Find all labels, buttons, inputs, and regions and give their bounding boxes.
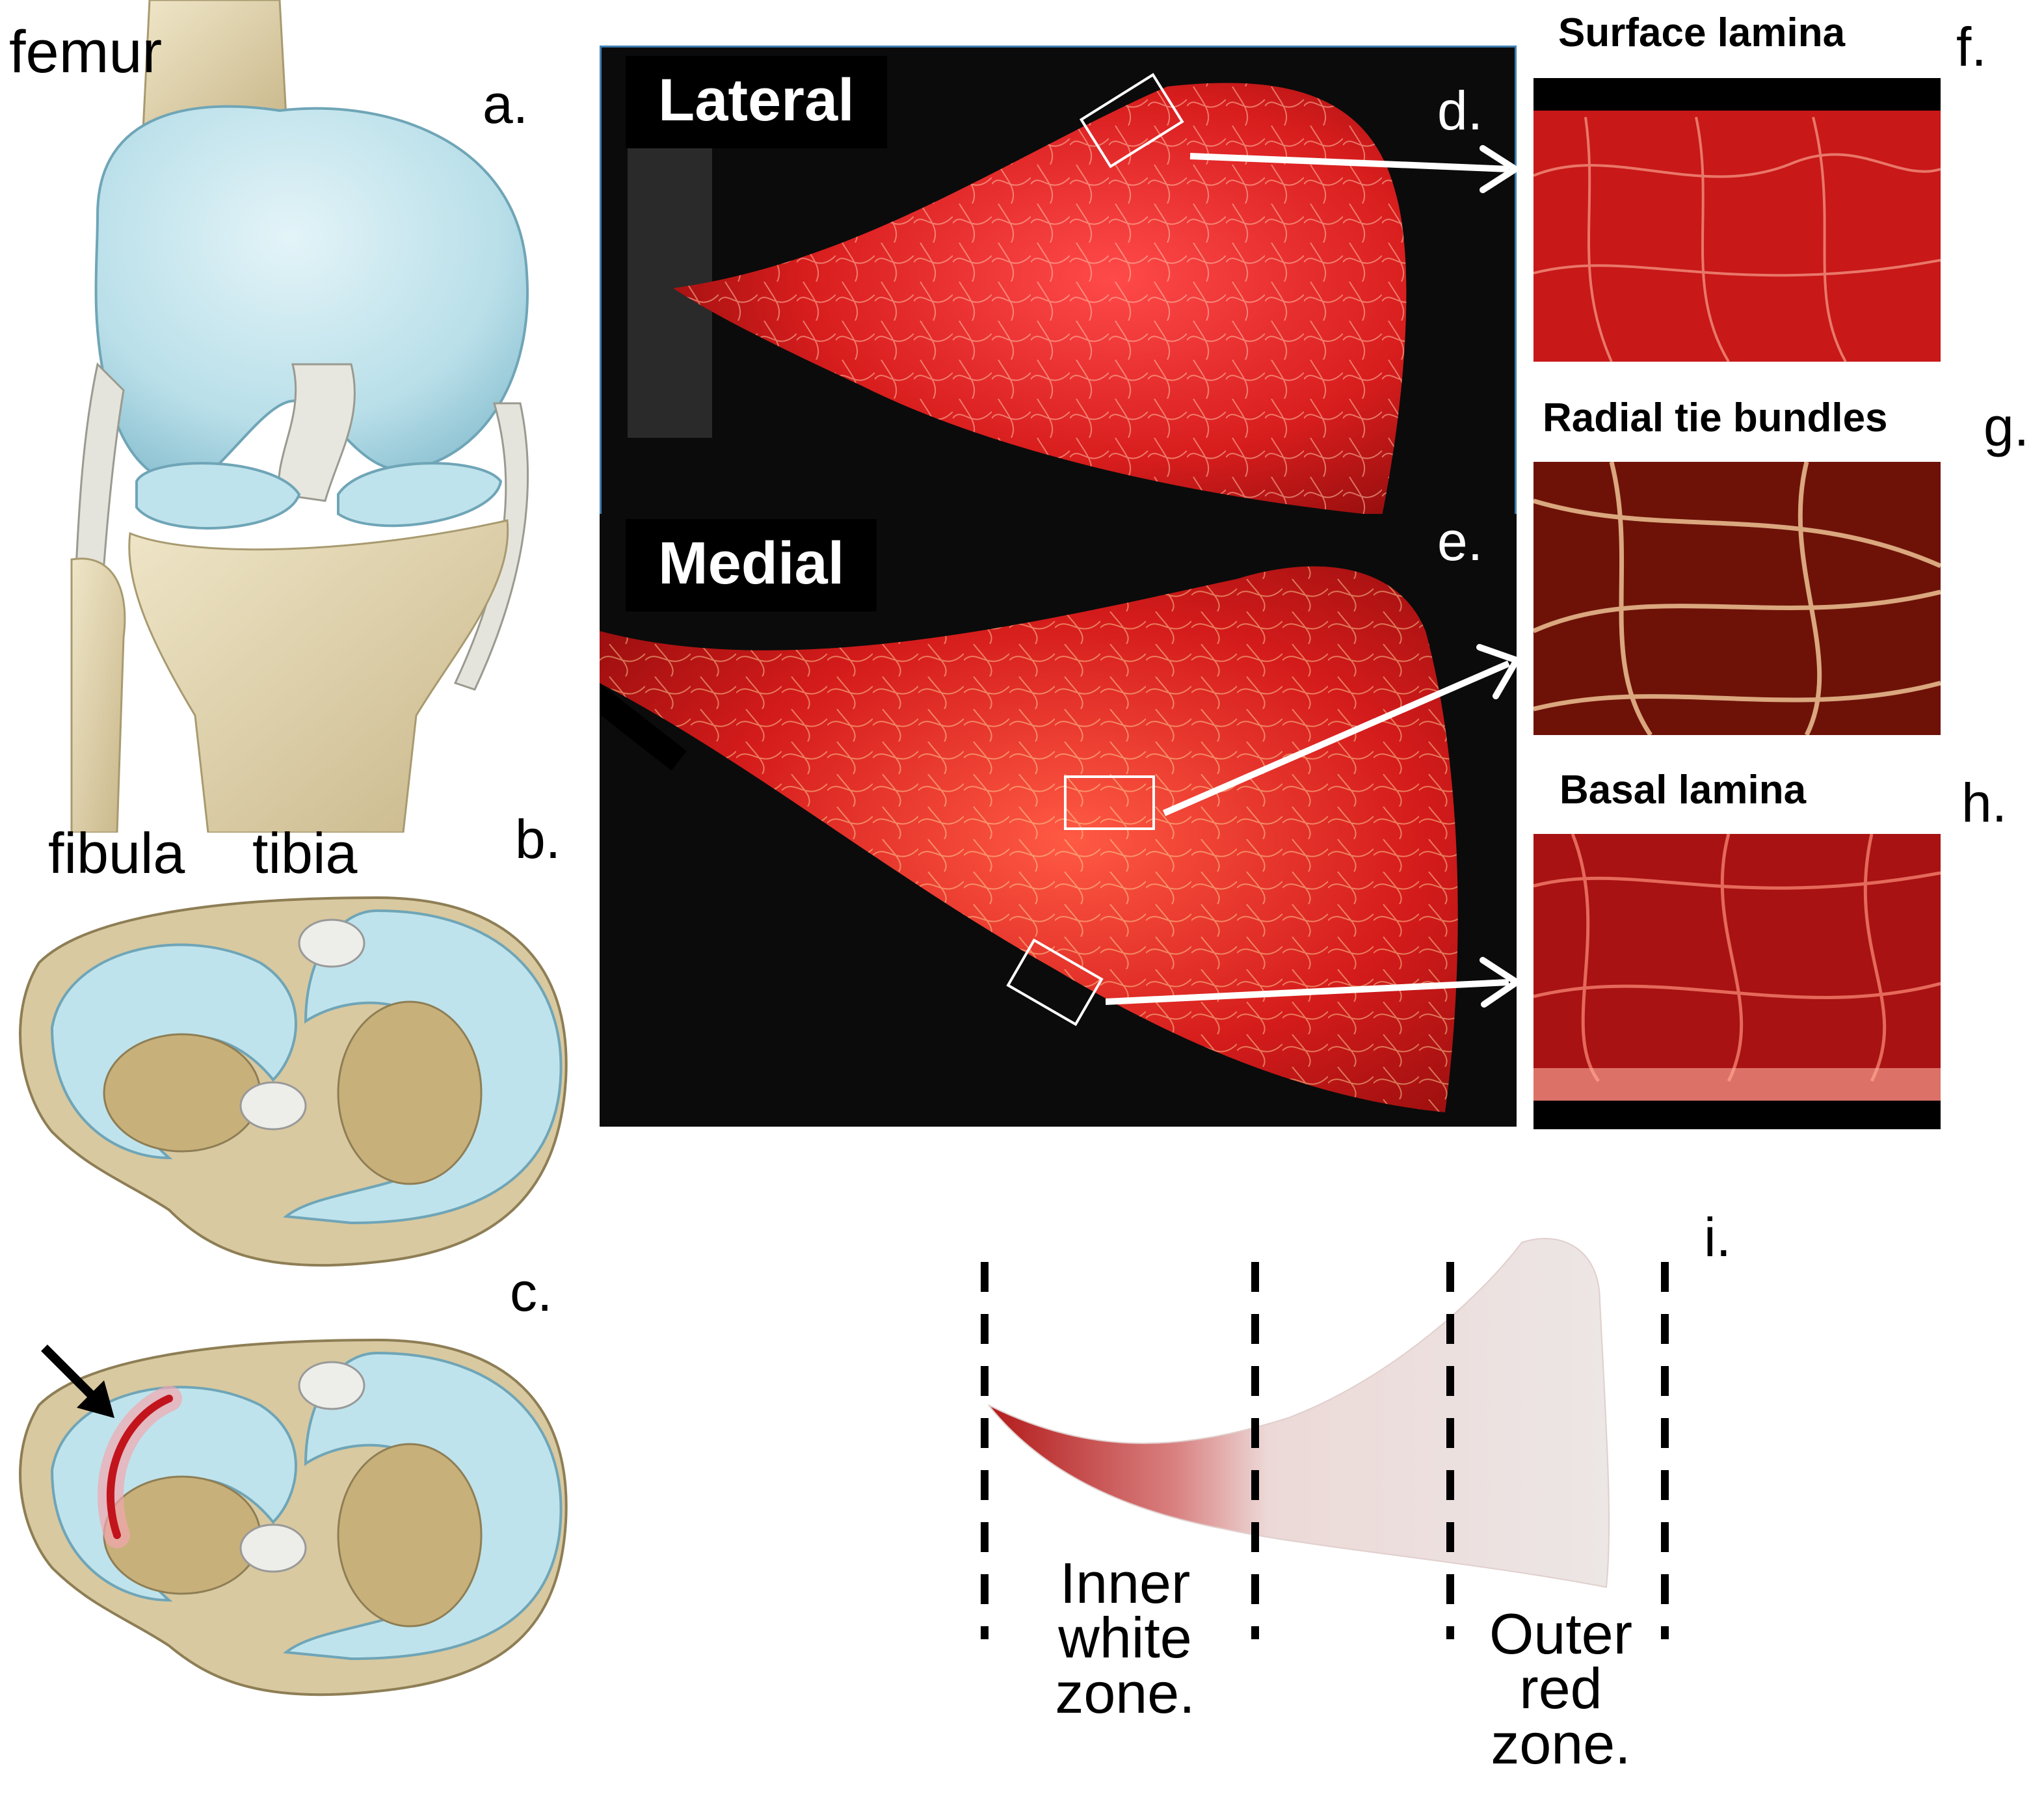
panel-label-g: g. (1984, 396, 2030, 457)
inner-zone-line-2: white (1058, 1605, 1192, 1670)
medial-title: Medial (626, 519, 877, 611)
surface-lamina-title: Surface lamina (1558, 10, 1846, 55)
panel-label-e: e. (1437, 511, 1483, 572)
outer-red-zone-label: Outer red zone. (1476, 1602, 1645, 1776)
basal-lamina-image (1533, 834, 1941, 1129)
surface-lamina-image (1533, 78, 1941, 362)
tibia-label: tibia (252, 821, 358, 885)
radial-tie-bundles-title: Radial tie bundles (1543, 395, 1888, 440)
inner-white-zone-label: Inner white zone. (1041, 1551, 1210, 1725)
outer-zone-line-1: Outer (1489, 1602, 1633, 1666)
inner-zone-line-1: Inner (1059, 1551, 1191, 1615)
panel-label-h: h. (1961, 772, 2008, 833)
radial-tie-bundles-image (1533, 462, 1941, 735)
panel-label-c: c. (510, 1261, 553, 1322)
panel-label-f: f. (1956, 16, 1987, 77)
panel-label-a: a. (483, 74, 529, 135)
lateral-title: Lateral (626, 56, 887, 148)
inner-zone-line-3: zone. (1055, 1660, 1195, 1725)
tear-pointer-arrow-icon (36, 1340, 127, 1431)
knee-anatomy-illustration (0, 0, 559, 833)
medial-meniscus-image (600, 514, 1517, 1127)
panel-label-b: b. (515, 809, 561, 870)
panel-label-d: d. (1437, 80, 1483, 141)
meniscus-zone-diagram (949, 1223, 1691, 1717)
fibula-label: fibula (48, 821, 185, 885)
femur-label: femur (9, 19, 163, 85)
outer-zone-line-2: red (1519, 1656, 1602, 1721)
panel-label-i: i. (1704, 1207, 1731, 1268)
outer-zone-line-3: zone. (1491, 1711, 1631, 1776)
basal-lamina-title: Basal lamina (1560, 768, 1807, 812)
tibial-plateau-illustration (13, 885, 572, 1275)
detail-arrows (1106, 130, 1535, 1008)
meniscus-tear-illustration (13, 1327, 572, 1704)
